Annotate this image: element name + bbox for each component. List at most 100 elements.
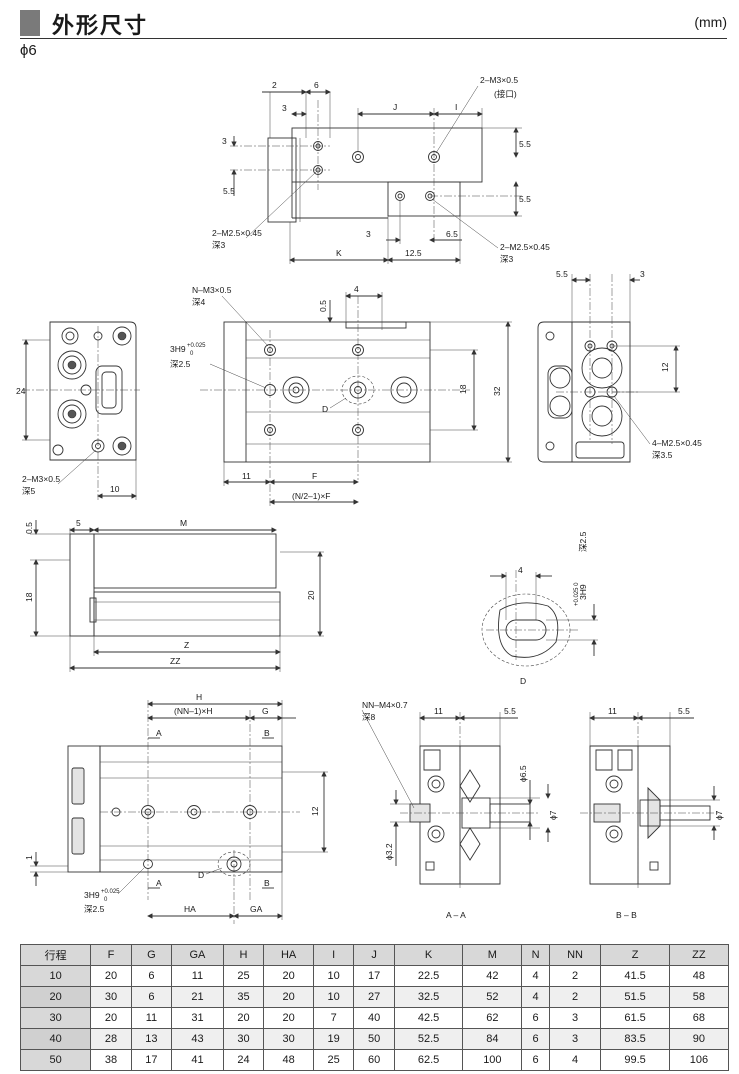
left-dim-10: 10	[110, 484, 120, 494]
front-dim-32: 32	[492, 386, 502, 396]
top-note-m25b-depth: 深3	[500, 254, 514, 264]
table-cell: 20	[90, 1007, 132, 1029]
table-header-cell: N	[521, 944, 550, 966]
table-row: 20 30 6 21 35 20 10 27 32.5 52 4 2 51.5 …	[19, 986, 730, 1008]
table-cell: 90	[668, 1028, 730, 1050]
table-cell: 50	[353, 1028, 395, 1050]
top-dim-5-5a: 5.5	[223, 186, 235, 196]
table-cell: 4	[548, 1049, 602, 1071]
front-view: N–M3×0.5 深4 3H9 +0.025 0 深2.5 D 4 0.5 18…	[170, 284, 512, 508]
aa-dim-5-5: 5.5	[504, 706, 516, 716]
front-note-n: N–M3×0.5	[192, 285, 232, 295]
right-dim-12: 12	[660, 362, 670, 372]
page-header: 外形尺寸 (mm)	[0, 0, 739, 40]
table-cell: 42.5	[393, 1007, 464, 1029]
table-cell: 10	[312, 986, 355, 1008]
top-dim-6-5: 6.5	[446, 229, 458, 239]
table-cell: 51.5	[600, 986, 670, 1008]
side-dim-18: 18	[24, 592, 34, 602]
table-cell: 6	[521, 1028, 550, 1050]
table-cell: 11	[171, 965, 224, 987]
bb-dim-11: 11	[608, 706, 617, 716]
table-cell: 20	[222, 1007, 265, 1029]
bottom-note-hole-tol-lo: 0	[104, 897, 108, 903]
side-dim-m: M	[180, 518, 187, 528]
table-cell: 68	[668, 1007, 730, 1029]
table-cell: 48	[263, 1049, 314, 1071]
top-view-body	[291, 127, 483, 183]
side-view: 5 M 0.5 18 20 Z ZZ	[24, 518, 324, 672]
table-cell: 22.5	[393, 965, 464, 987]
table-cell: 20	[263, 1007, 314, 1029]
table-cell: 6	[130, 986, 173, 1008]
side-table	[93, 533, 277, 589]
right-dim-3: 3	[640, 269, 645, 279]
bottom-section-b-bot: B	[264, 878, 270, 888]
bottom-dim-ga: GA	[250, 904, 263, 914]
table-cell: 84	[462, 1028, 523, 1050]
table-cell: 30	[263, 1028, 314, 1050]
table-row: 10 20 6 11 25 20 10 17 22.5 42 4 2 41.5 …	[19, 965, 730, 987]
top-dim-5-5b: 5.5	[519, 139, 531, 149]
header-accent-bar	[20, 10, 40, 36]
table-cell: 17	[353, 965, 395, 987]
detail-dim-4: 4	[518, 565, 523, 575]
table-row: 30 20 11 31 20 20 7 40 42.5 62 6 3 61.5 …	[19, 1007, 730, 1029]
table-cell: 30	[222, 1028, 265, 1050]
front-dim-11: 11	[242, 471, 251, 481]
top-dim-5-5c: 5.5	[519, 194, 531, 204]
bottom-note-hole-tol-up: +0.025	[101, 889, 120, 895]
aa-note-depth: 深8	[362, 712, 376, 722]
top-view-slide-block	[387, 181, 461, 217]
table-cell: 2	[548, 986, 602, 1008]
aa-dim-d7: ϕ7	[548, 810, 558, 820]
side-dim-5: 5	[76, 518, 81, 528]
table-header-cell: Z	[600, 944, 670, 966]
table-cell: 2	[548, 965, 602, 987]
table-header-cell: HA	[263, 944, 314, 966]
bottom-section-b-top: B	[264, 728, 270, 738]
table-cell: 35	[222, 986, 265, 1008]
top-dim-j: J	[393, 102, 397, 112]
table-cell: 20	[19, 986, 92, 1008]
table-cell: 6	[521, 1007, 550, 1029]
table-cell: 17	[130, 1049, 173, 1071]
table-cell: 7	[312, 1007, 355, 1029]
detail-note-depth: 深2.5	[578, 531, 588, 552]
table-header-cell: I	[312, 944, 355, 966]
front-dim-0-5: 0.5	[318, 300, 328, 312]
table-cell: 31	[171, 1007, 224, 1029]
table-cell: 38	[90, 1049, 132, 1071]
bottom-dim-1: 1	[24, 855, 34, 860]
top-dim-3c: 3	[366, 229, 371, 239]
table-cell: 40	[19, 1028, 92, 1050]
unit-label: (mm)	[694, 14, 727, 30]
table-cell: 20	[263, 986, 314, 1008]
table-row: 40 28 13 43 30 30 19 50 52.5 84 6 3 83.5…	[19, 1028, 730, 1050]
table-header-cell: NN	[548, 944, 602, 966]
bottom-label-d: D	[198, 870, 204, 880]
side-body	[93, 591, 281, 637]
front-dim-18: 18	[458, 384, 468, 394]
table-cell: 50	[19, 1049, 92, 1071]
section-aa-view: 11 5.5 NN–M4×0.7 深8 ϕ6.5 ϕ7 ϕ3.2 A – A	[361, 700, 558, 920]
bottom-dim-h: H	[196, 692, 202, 702]
table-cell: 3	[548, 1007, 602, 1029]
top-note-m25b: 2–M2.5×0.45	[500, 242, 550, 252]
front-note-hole-tol-up: +0.025	[187, 343, 206, 349]
bottom-note-hole-depth: 深2.5	[84, 904, 105, 914]
table-cell: 30	[19, 1007, 92, 1029]
bottom-dim-12: 12	[310, 806, 320, 816]
right-note: 4–M2.5×0.45	[652, 438, 702, 448]
table-header-cell: M	[462, 944, 523, 966]
table-cell: 25	[312, 1049, 355, 1071]
front-note-n-depth: 深4	[192, 297, 206, 307]
front-note-hole-tol-lo: 0	[190, 351, 194, 357]
detail-note: 3H9	[578, 584, 588, 600]
front-dim-f: F	[312, 471, 317, 481]
top-dim-6: 6	[314, 80, 319, 90]
table-cell: 20	[263, 965, 314, 987]
detail-label: D	[520, 676, 526, 686]
front-note-hole-depth: 深2.5	[170, 359, 191, 369]
table-header-cell: H	[222, 944, 265, 966]
